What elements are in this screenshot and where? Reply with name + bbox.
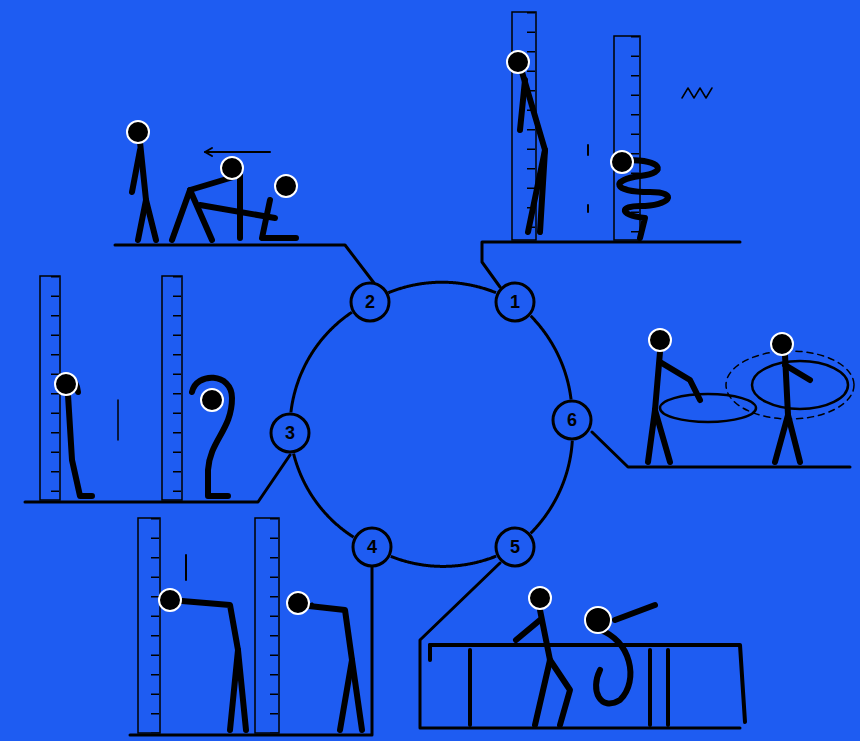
motion-mark <box>682 88 712 98</box>
circle-outline <box>353 528 391 566</box>
ring-segment-group <box>291 312 352 412</box>
stick-figure <box>262 200 296 238</box>
ring-segment <box>294 454 354 537</box>
ring-segment-group <box>531 441 573 534</box>
stick-figure <box>172 190 212 240</box>
station-number: 3 <box>285 424 295 442</box>
direction-arrow <box>205 151 270 153</box>
circle-outline <box>553 401 591 439</box>
head <box>611 151 633 173</box>
ruler <box>138 518 160 733</box>
ring-segment <box>531 316 571 400</box>
head <box>221 157 243 179</box>
head <box>275 175 297 197</box>
leader-line <box>482 242 740 287</box>
direction-arrow <box>205 148 212 156</box>
motion-path <box>726 351 854 419</box>
stick-figure <box>238 650 246 730</box>
station-number: 2 <box>365 293 375 311</box>
motion-mark <box>185 555 187 580</box>
station-circle: 4 <box>351 526 393 568</box>
ruler-ticks <box>173 276 181 500</box>
leader-line <box>115 245 374 283</box>
circle-outline <box>496 283 534 321</box>
ring-segment <box>388 282 496 293</box>
bench <box>430 645 745 722</box>
stick-figure <box>68 395 92 496</box>
leader-line <box>592 432 850 467</box>
ring-segment-group <box>391 556 496 566</box>
stick-figure <box>596 630 630 703</box>
motion-mark <box>587 205 589 212</box>
stick-figure <box>615 605 655 620</box>
circle-outline <box>496 528 534 566</box>
ruler-ticks <box>270 518 278 733</box>
head <box>201 389 223 411</box>
ring-segment <box>391 556 496 566</box>
head <box>649 329 671 351</box>
stick-figure <box>788 415 800 462</box>
rulers <box>40 12 640 733</box>
ring-segment-group <box>388 282 496 293</box>
stick-figure <box>516 620 540 640</box>
ruler <box>162 276 182 500</box>
circle-outline <box>351 283 389 321</box>
bench <box>648 650 652 725</box>
stick-figure <box>520 80 525 130</box>
station-circle: 5 <box>494 526 536 568</box>
ring-segment-group <box>294 454 354 537</box>
station-circle: 2 <box>349 281 391 323</box>
head <box>127 121 149 143</box>
hoop <box>752 361 848 409</box>
head <box>507 51 529 73</box>
station-number: 5 <box>510 538 520 556</box>
station-number: 1 <box>510 293 520 311</box>
head <box>159 589 181 611</box>
stick-figure <box>550 660 570 725</box>
station-number: 6 <box>567 411 577 429</box>
stick-figure <box>535 610 550 725</box>
leaders-platforms <box>25 242 850 735</box>
bench <box>428 645 432 660</box>
stick-figure <box>192 378 232 496</box>
head <box>585 607 611 633</box>
ruler-ticks <box>151 518 159 733</box>
heads <box>55 51 793 633</box>
head <box>529 587 551 609</box>
stick-figure <box>300 605 352 730</box>
motion-mark <box>587 145 589 155</box>
stick-figure <box>648 352 660 462</box>
station-circle: 6 <box>551 399 593 441</box>
leader-line <box>130 567 372 735</box>
head <box>55 373 77 395</box>
stick-figure <box>146 200 156 240</box>
ring-segment <box>291 312 352 412</box>
hoop <box>660 394 756 422</box>
bench <box>666 650 670 725</box>
circle-outline <box>271 414 309 452</box>
stick-figure <box>540 150 545 232</box>
bench <box>468 650 472 725</box>
stick-figures <box>62 72 854 730</box>
station-number: 4 <box>367 538 377 556</box>
station-circle: 1 <box>494 281 536 323</box>
stick-figure <box>785 365 810 380</box>
ring-segment-group <box>531 316 571 400</box>
ring-segment <box>531 441 573 534</box>
station-circle: 3 <box>269 412 311 454</box>
stick-figure <box>170 600 238 730</box>
stick-figure <box>655 410 670 462</box>
stick-figure <box>352 660 362 730</box>
ruler <box>255 518 279 733</box>
stick-figure <box>132 150 140 192</box>
head <box>771 333 793 355</box>
motion-mark <box>117 400 119 440</box>
head <box>287 592 309 614</box>
leader-line <box>25 455 290 502</box>
